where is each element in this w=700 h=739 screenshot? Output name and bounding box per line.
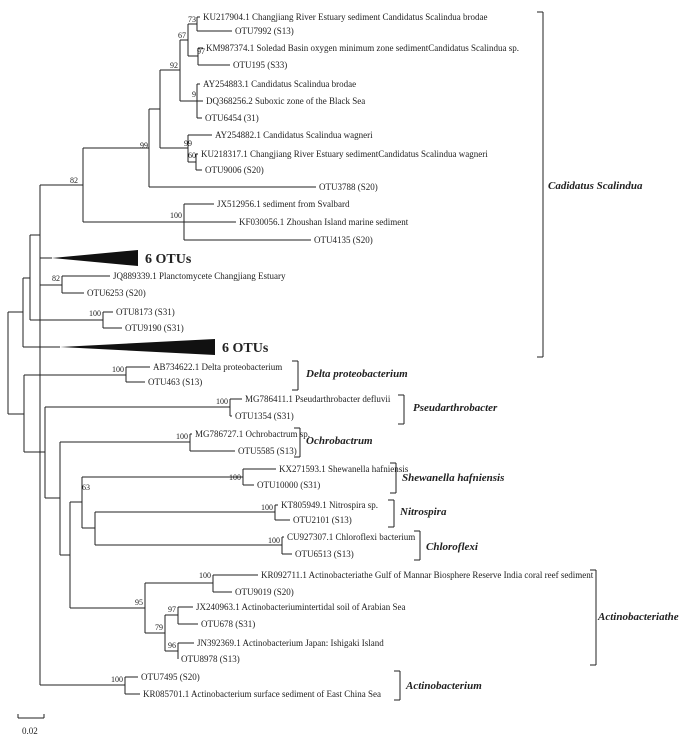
clade-label: Shewanella hafniensis (402, 472, 504, 484)
bootstrap-value: 67 (178, 31, 186, 40)
leaf-label: OTU8978 (S13) (181, 654, 240, 664)
bootstrap-value: 63 (82, 483, 90, 492)
leaf-label: KU217904.1 Changjiang River Estuary sedi… (203, 12, 487, 22)
leaf-label: OTU5585 (S13) (238, 446, 297, 456)
leaf-label: KT805949.1 Nitrospira sp. (281, 500, 378, 510)
bootstrap-value: 100 (261, 503, 273, 512)
leaf-label: JQ889339.1 Planctomycete Changjiang Estu… (113, 271, 286, 281)
bootstrap-value: 99 (184, 139, 192, 148)
clade-label: Nitrospira (399, 506, 447, 518)
leaf-label: CU927307.1 Chloroflexi bacterium (287, 532, 415, 542)
leaf-label: OTU7992 (S13) (235, 26, 294, 36)
leaf-label: OTU3788 (S20) (319, 182, 378, 192)
clade-label: Actinobacterium (405, 680, 482, 692)
leaf-label: OTU9019 (S20) (235, 587, 294, 597)
bootstrap-value: 96 (168, 641, 176, 650)
leaf-label: KX271593.1 Shewanella hafniensis (279, 464, 409, 474)
leaf-label: KM987374.1 Soledad Basin oxygen minimum … (206, 43, 519, 53)
bootstrap-value: 9 (192, 90, 196, 99)
leaf-label: JX240963.1 Actinobacteriumintertidal soi… (196, 602, 405, 612)
leaf-label: OTU10000 (S31) (257, 480, 320, 490)
collapsed-clade-triangle (60, 339, 215, 355)
leaf-label: MG786727.1 Ochrobactrum sp. (195, 429, 310, 439)
leaf-label: AB734622.1 Delta proteobacterium (153, 362, 282, 372)
leaf-label: KF030056.1 Zhoushan Island marine sedime… (239, 217, 409, 227)
leaf-label: JN392369.1 Actinobacterium Japan: Ishiga… (197, 638, 384, 648)
leaf-label: KU218317.1 Changjiang River Estuary sedi… (201, 149, 488, 159)
collapsed-clade-label: 6 OTUs (145, 252, 192, 267)
leaf-label: OTU8173 (S31) (116, 307, 175, 317)
clade-label: Actinobacteriathe (597, 611, 679, 623)
scale-bar-label: 0.02 (22, 726, 38, 736)
clade-label: Delta proteobacterium (305, 368, 408, 380)
leaf-label: OTU463 (S13) (148, 377, 202, 387)
leaf-label: AY254883.1 Candidatus Scalindua brodae (203, 79, 356, 89)
bootstrap-value: 79 (155, 623, 163, 632)
leaf-label: OTU6253 (S20) (87, 288, 146, 298)
bootstrap-value: 100 (268, 536, 280, 545)
leaf-label: KR092711.1 Actinobacteriathe Gulf of Man… (261, 570, 594, 580)
leaf-label: OTU2101 (S13) (293, 515, 352, 525)
leaf-label: JX512956.1 sediment from Svalbard (217, 199, 350, 209)
clade-label: Ochrobactrum (306, 435, 373, 447)
leaf-label: OTU9006 (S20) (205, 165, 264, 175)
bootstrap-value: 100 (89, 309, 101, 318)
leaf-label: MG786411.1 Pseudarthrobacter defluvii (245, 394, 391, 404)
leaf-label: DQ368256.2 Suboxic zone of the Black Sea (206, 96, 365, 106)
leaf-label: AY254882.1 Candidatus Scalindua wagneri (215, 130, 373, 140)
bootstrap-value: 97 (168, 605, 176, 614)
bootstrap-value: 100 (199, 571, 211, 580)
leaf-label: OTU6454 (31) (205, 113, 259, 123)
bootstrap-value: 99 (140, 141, 148, 150)
leaf-label: OTU678 (S31) (201, 619, 255, 629)
bootstrap-value: 60 (188, 151, 196, 160)
leaf-label: OTU1354 (S31) (235, 411, 294, 421)
clade-label: Chloroflexi (426, 541, 479, 553)
collapsed-clade-triangle (52, 250, 138, 266)
clade-label: Cadidatus Scalindua (548, 180, 643, 192)
leaf-label: OTU4135 (S20) (314, 235, 373, 245)
clade-label: Pseudarthrobacter (413, 402, 498, 414)
bootstrap-value: 82 (70, 176, 78, 185)
bootstrap-value: 100 (111, 675, 123, 684)
bootstrap-value: 97 (197, 47, 205, 56)
bootstrap-value: 92 (170, 61, 178, 70)
leaf-label: OTU9190 (S31) (125, 323, 184, 333)
bootstrap-value: 100 (170, 211, 182, 220)
leaf-label: OTU7495 (S20) (141, 672, 200, 682)
leaf-label: OTU195 (S33) (233, 60, 287, 70)
bootstrap-value: 100 (112, 365, 124, 374)
leaf-label: OTU6513 (S13) (295, 549, 354, 559)
bootstrap-value: 100 (216, 397, 228, 406)
collapsed-clade-label: 6 OTUs (222, 341, 269, 356)
bootstrap-value: 73 (188, 15, 196, 24)
bootstrap-value: 95 (135, 598, 143, 607)
bootstrap-value: 100 (176, 432, 188, 441)
bootstrap-value: 82 (52, 274, 60, 283)
leaf-label: KR085701.1 Actinobacterium surface sedim… (143, 689, 381, 699)
